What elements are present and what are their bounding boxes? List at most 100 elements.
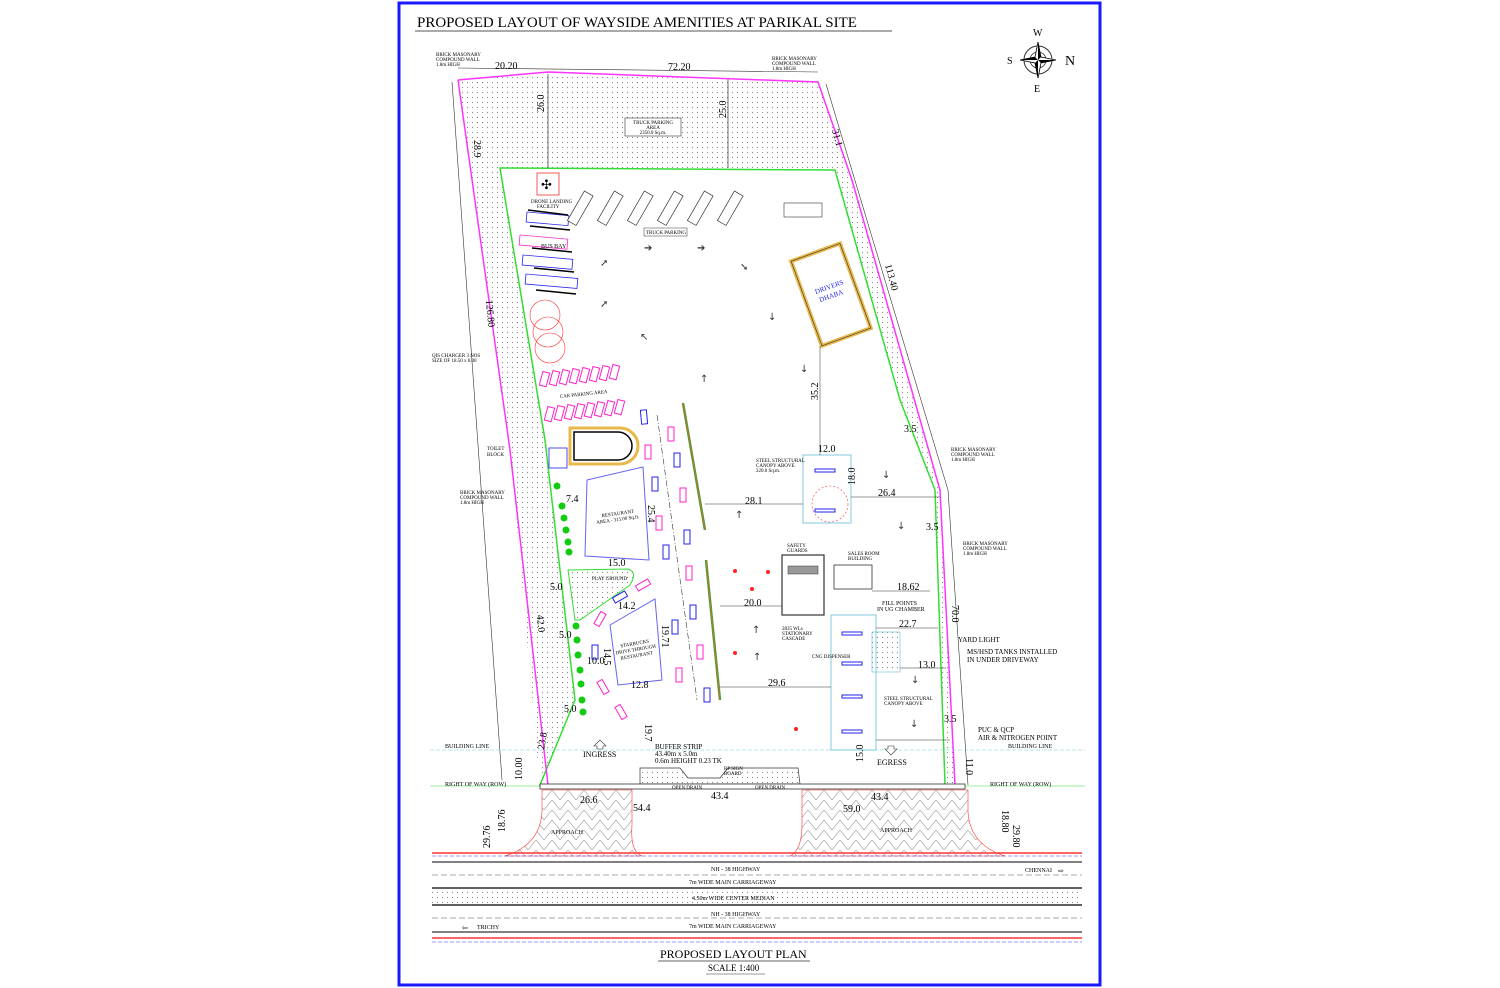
ingress-label: INGRESS <box>583 750 616 759</box>
svg-text:BUFFER STRIP: BUFFER STRIP <box>655 743 702 751</box>
svg-text:29.76: 29.76 <box>482 826 493 849</box>
building-line-label-right: BUILDING LINE <box>1008 744 1052 750</box>
svg-text:29.6: 29.6 <box>768 678 786 689</box>
svg-text:CASCADE: CASCADE <box>782 637 805 642</box>
compass-east: E <box>1034 84 1040 95</box>
drive-through-cars <box>591 409 711 721</box>
bus-bay-label: BUS BAY <box>541 244 567 250</box>
svg-text:28.9: 28.9 <box>471 140 482 158</box>
fire-markers <box>733 569 798 731</box>
tree-row <box>553 482 587 716</box>
svg-text:SALES ROOM: SALES ROOM <box>848 552 880 557</box>
svg-text:43.40m x 5.0m: 43.40m x 5.0m <box>655 750 698 758</box>
svg-text:➚: ➚ <box>600 258 608 269</box>
svg-text:31.1: 31.1 <box>829 128 844 148</box>
svg-text:3.5: 3.5 <box>904 424 917 435</box>
dispenser <box>841 694 863 699</box>
svg-text:19.7: 19.7 <box>642 724 653 742</box>
approach-dimension-labels: 26.6 43.4 59.0 <box>580 792 889 815</box>
svg-text:IN UG CHAMBER: IN UG CHAMBER <box>877 607 925 613</box>
svg-text:113.40: 113.40 <box>882 263 900 292</box>
toilet-block <box>548 447 568 469</box>
restaurant-label: RESTAURANT <box>601 510 634 519</box>
open-drain-label: OPEN DRAIN <box>672 786 703 791</box>
svg-text:220.0 Sq.m.: 220.0 Sq.m. <box>756 469 780 474</box>
circulation-arrows: ➔➔➘ ➚➚↓ ↖↓↑ ↑↑↑↓↓↓↓ <box>600 243 919 730</box>
drivers-dhaba <box>788 240 874 349</box>
plan-scale: SCALE 1:400 <box>708 963 760 973</box>
svg-text:11.0: 11.0 <box>963 758 974 775</box>
svg-text:GUARDS: GUARDS <box>787 549 808 554</box>
dispenser <box>814 508 836 513</box>
row-label-right: RIGHT OF WAY (ROW) <box>990 781 1051 788</box>
egress-arrow-icon <box>884 745 898 756</box>
compass-south: S <box>1007 56 1013 67</box>
compass-icon <box>1019 41 1057 79</box>
svg-text:5.0: 5.0 <box>564 704 577 715</box>
svg-text:20.20: 20.20 <box>495 61 518 72</box>
highway-label-top: NH - 38 HIGHWAY <box>711 867 761 873</box>
svg-text:26.0: 26.0 <box>536 95 547 113</box>
air-nitrogen-label: AIR & NITROGEN POINT <box>978 734 1058 742</box>
svg-text:↓: ↓ <box>768 312 776 323</box>
svg-text:14.2: 14.2 <box>618 601 636 612</box>
drawing-frame <box>397 1 1102 987</box>
svg-text:COMPOUND WALL: COMPOUND WALL <box>460 496 504 501</box>
svg-text:➔: ➔ <box>644 243 652 254</box>
svg-text:15.0: 15.0 <box>608 558 626 569</box>
restaurant-building <box>584 466 650 561</box>
svg-text:↖: ↖ <box>640 332 648 343</box>
svg-text:↑: ↑ <box>752 625 760 636</box>
svg-text:5.0: 5.0 <box>550 582 563 593</box>
svg-text:2835 WLs: 2835 WLs <box>782 627 803 632</box>
car-parking-label: CAR PARKING AREA <box>560 390 609 400</box>
sales-room-building <box>833 564 873 590</box>
svg-text:BRICK MASONARY: BRICK MASONARY <box>460 491 505 496</box>
car-parking <box>538 363 626 423</box>
dimension-labels: 20.20 72.20 28.9 26.0 25.0 31.1 113.40 1… <box>471 61 1021 848</box>
svg-text:STARBUCKS: STARBUCKS <box>620 639 650 649</box>
svg-text:0.6m HEIGHT 0.23 TK: 0.6m HEIGHT 0.23 TK <box>655 757 722 765</box>
drone-icon <box>536 172 560 196</box>
svg-text:STEEL STRUCTURAL: STEEL STRUCTURAL <box>884 697 933 702</box>
svg-text:1.8m HIGH: 1.8m HIGH <box>963 552 987 557</box>
svg-text:COMPOUND WALL: COMPOUND WALL <box>963 547 1007 552</box>
ingress-arrow-icon <box>593 739 607 750</box>
open-drain <box>539 783 966 790</box>
svg-text:BRICK MASONARY: BRICK MASONARY <box>951 448 996 453</box>
cascade-building <box>781 554 825 616</box>
svg-text:COMPOUND WALL: COMPOUND WALL <box>772 62 816 67</box>
truck-parking-area-label: AREA <box>646 126 660 131</box>
svg-text:1.8m HIGH: 1.8m HIGH <box>772 67 796 72</box>
svg-text:43.4: 43.4 <box>711 791 729 802</box>
svg-text:↓: ↓ <box>897 521 905 532</box>
drone-glyph: ✣ <box>541 177 552 192</box>
compass-west: W <box>1033 28 1043 39</box>
svg-text:10.0: 10.0 <box>587 656 605 667</box>
chennai-label: CHENNAI <box>1025 868 1052 874</box>
svg-text:FILL POINTS: FILL POINTS <box>882 601 917 607</box>
svg-text:↑: ↑ <box>700 374 708 385</box>
svg-text:BOARD: BOARD <box>724 772 742 777</box>
yard-light-label: YARD LIGHT <box>958 636 1001 644</box>
svg-text:42.0: 42.0 <box>534 614 546 632</box>
svg-text:RESTAURANT: RESTAURANT <box>620 651 653 662</box>
approach-right <box>789 789 1006 857</box>
dispenser <box>814 468 836 473</box>
compass-north: N <box>1065 54 1075 69</box>
carriageway-label-top: 7m WIDE MAIN CARRIAGEWAY <box>689 880 777 886</box>
svg-text:IN UNDER DRIVEWAY: IN UNDER DRIVEWAY <box>967 656 1039 664</box>
small-building <box>783 202 823 218</box>
svg-text:7.4: 7.4 <box>566 494 579 505</box>
carriageway-label-bottom: 7m WIDE MAIN CARRIAGEWAY <box>689 924 777 930</box>
svg-text:26.4: 26.4 <box>878 488 896 499</box>
svg-text:72.20: 72.20 <box>668 62 691 73</box>
svg-text:5.0: 5.0 <box>559 630 572 641</box>
plan-title: PROPOSED LAYOUT PLAN <box>660 947 807 961</box>
